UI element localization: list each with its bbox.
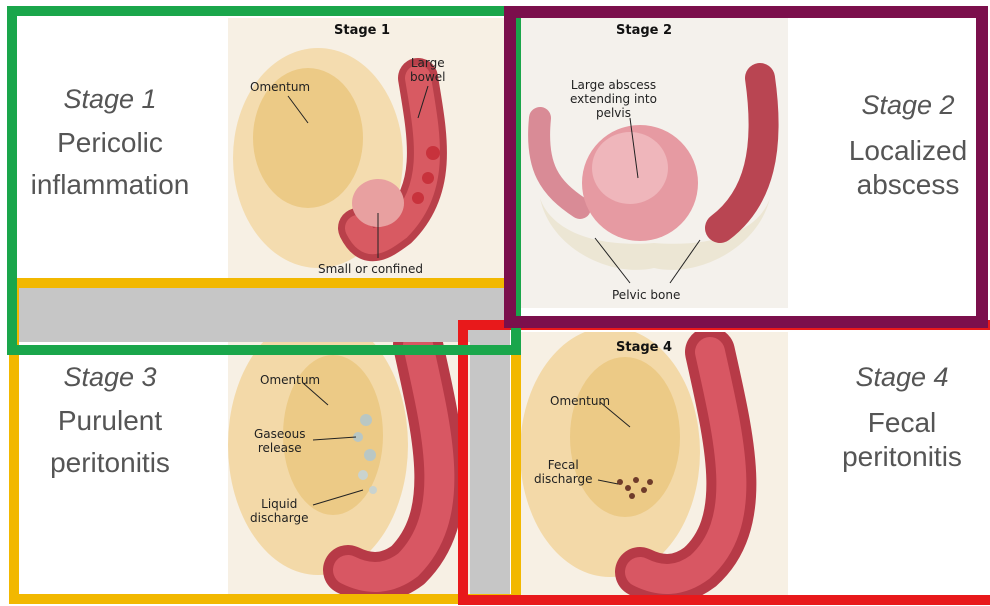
stage2-frame [504,6,988,328]
stage1-frame [7,6,521,355]
stage4-frame [458,320,990,605]
